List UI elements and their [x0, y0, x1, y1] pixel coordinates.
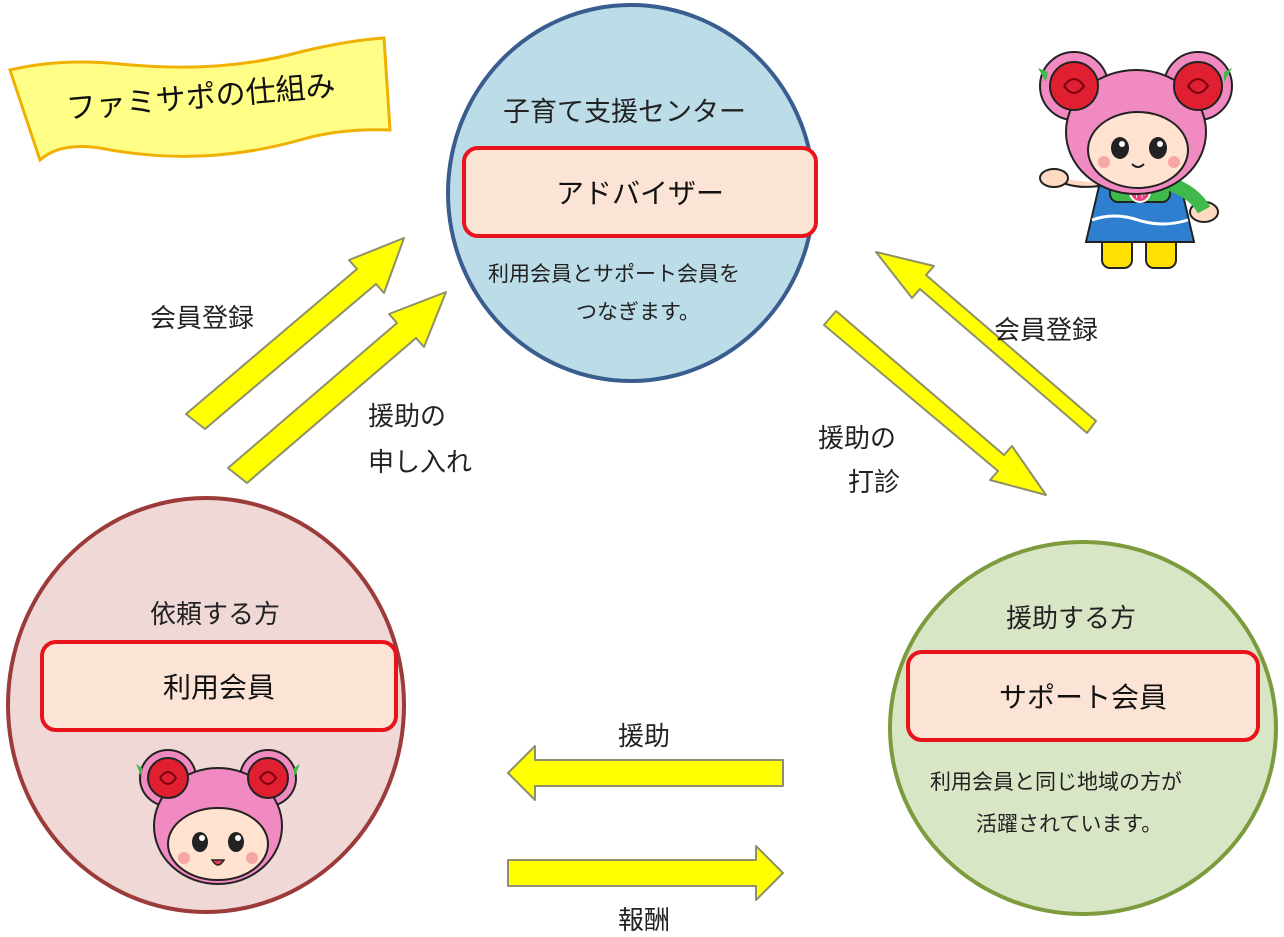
- reward-label: 報酬: [618, 906, 671, 936]
- right-register-label: 会員登録: [994, 316, 1099, 346]
- arrow-right-register: [875, 251, 1097, 434]
- mascot-icon: 神: [1038, 51, 1233, 269]
- helper-desc-line2: 活躍されています。: [976, 812, 1163, 836]
- advisor-box: アドバイザー: [462, 146, 818, 238]
- request-label-line1: 援助の: [368, 402, 447, 432]
- arrow-right-soundout: [823, 310, 1047, 496]
- help-label: 援助: [618, 722, 671, 752]
- title-banner: [8, 36, 392, 163]
- soundout-label-line1: 援助の: [818, 424, 897, 454]
- support-member-label: サポート会員: [998, 681, 1167, 714]
- center-desc-line2: つなぎます。: [576, 300, 700, 324]
- user-member-box: 利用会員: [40, 640, 398, 732]
- arrow-help: [507, 745, 784, 801]
- support-center-heading: 子育て支援センター: [503, 97, 746, 128]
- left-register-label: 会員登録: [150, 304, 255, 334]
- arrow-left-request: [227, 291, 447, 484]
- support-member-box: サポート会員: [906, 650, 1260, 742]
- arrow-reward: [507, 845, 784, 901]
- center-desc-line1: 利用会員とサポート会員を: [488, 262, 740, 286]
- arrow-left-register: [185, 237, 405, 430]
- helper-desc-line1: 利用会員と同じ地域の方が: [930, 770, 1182, 794]
- request-label-line2: 申し入れ: [368, 448, 473, 478]
- soundout-label-line2: 打診: [848, 468, 901, 498]
- user-member-label: 利用会員: [162, 671, 275, 704]
- advisor-label: アドバイザー: [555, 177, 724, 210]
- requester-heading: 依頼する方: [150, 600, 281, 630]
- mascot-small-icon: [136, 749, 300, 885]
- helper-heading: 援助する方: [1006, 604, 1137, 634]
